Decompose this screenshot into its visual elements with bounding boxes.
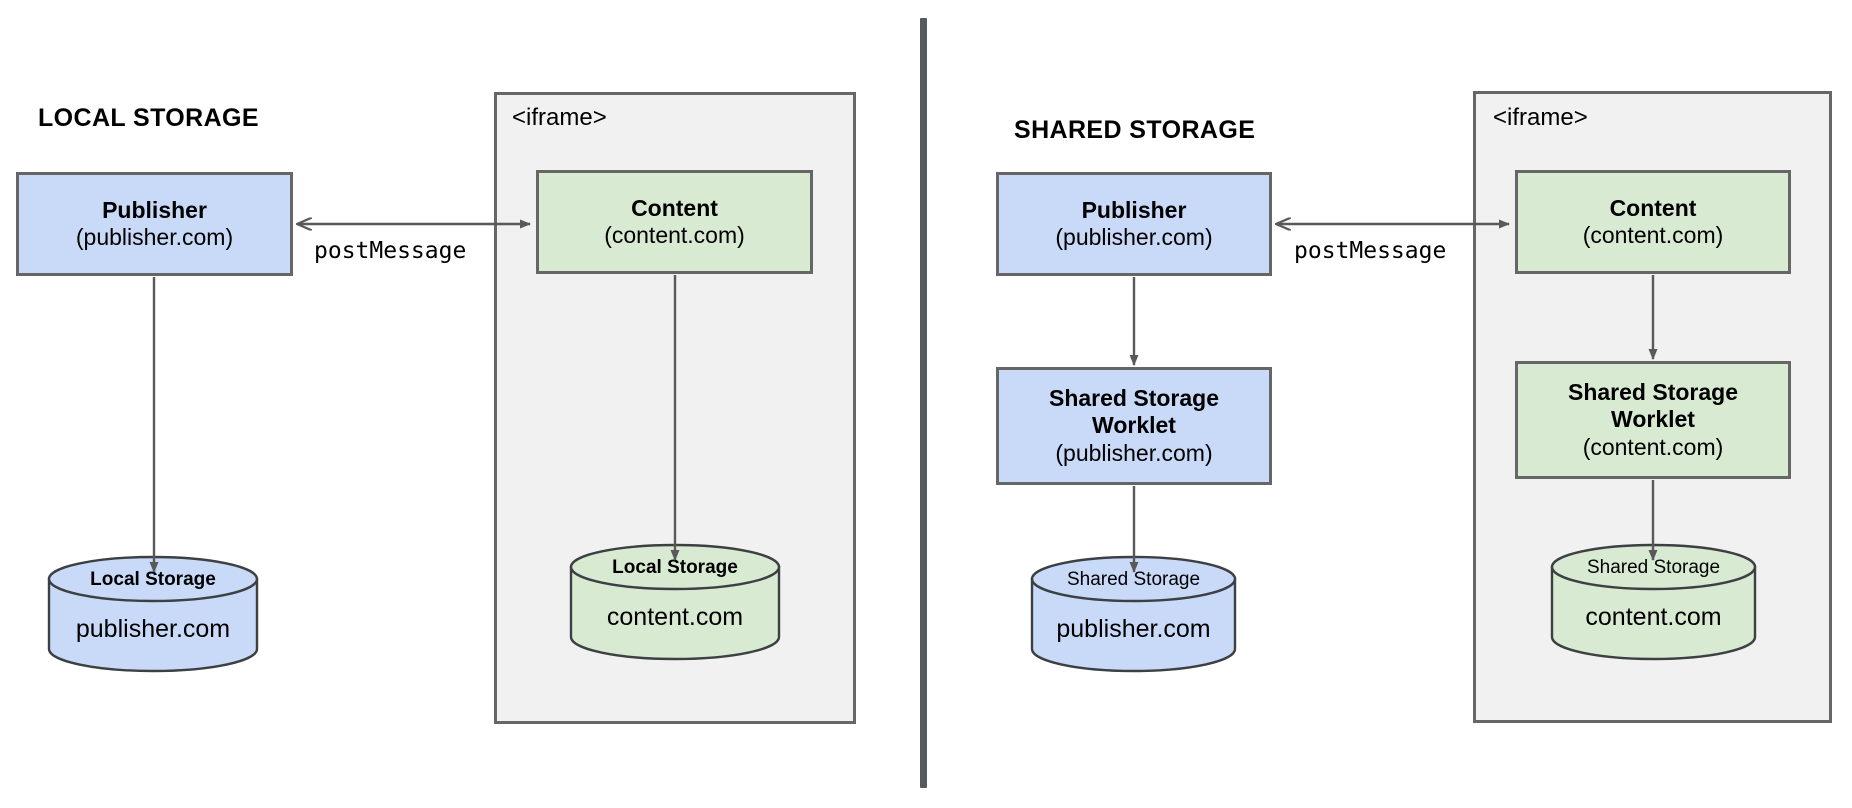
left-content-storage-label: Local Storage (612, 557, 738, 578)
left-publisher-storage-label: Local Storage (90, 569, 216, 590)
right-section-heading: SHARED STORAGE (1014, 116, 1256, 144)
left-section-heading: LOCAL STORAGE (38, 104, 259, 132)
left-publisher-storage-origin: publisher.com (75, 615, 231, 643)
right-content-worklet-title-line2: Worklet (1611, 406, 1695, 433)
left-content-origin: (content.com) (604, 222, 745, 248)
section-divider (920, 18, 927, 788)
right-publisher-node[interactable]: Publisher (publisher.com) (996, 172, 1272, 276)
cylinder-shape (47, 555, 259, 673)
right-publisher-worklet-node[interactable]: Shared Storage Worklet (publisher.com) (996, 367, 1272, 485)
right-content-title: Content (1609, 194, 1697, 221)
right-content-worklet-title-line1: Shared Storage (1568, 379, 1738, 406)
right-content-worklet-node[interactable]: Shared Storage Worklet (content.com) (1515, 361, 1791, 479)
left-content-node[interactable]: Content (content.com) (536, 170, 813, 274)
cylinder-shape (569, 543, 781, 661)
right-publisher-worklet-title-line2: Worklet (1092, 412, 1176, 439)
right-publisher-worklet-title-line1: Shared Storage (1049, 385, 1219, 412)
right-publisher-origin: (publisher.com) (1055, 224, 1213, 250)
right-publisher-title: Publisher (1081, 196, 1187, 223)
left-publisher-node[interactable]: Publisher (publisher.com) (16, 172, 293, 276)
right-iframe-label: <iframe> (1493, 104, 1588, 131)
right-content-worklet-origin: (content.com) (1582, 433, 1724, 460)
right-publisher-storage-cylinder[interactable]: Shared Storage publisher.com (1030, 555, 1237, 673)
cylinder-shape (1550, 543, 1757, 661)
right-content-storage-origin: content.com (1585, 603, 1722, 631)
right-publisher-storage-origin: publisher.com (1056, 615, 1211, 643)
cylinder-shape (1030, 555, 1237, 673)
left-publisher-origin: (publisher.com) (75, 224, 234, 250)
right-postmessage-label: postMessage (1294, 238, 1447, 264)
left-publisher-storage-cylinder[interactable]: Local Storage publisher.com (47, 555, 259, 673)
right-publisher-worklet-origin: (publisher.com) (1055, 439, 1213, 466)
left-content-storage-origin: content.com (606, 603, 744, 631)
right-publisher-storage-label: Shared Storage (1066, 569, 1201, 590)
right-content-node[interactable]: Content (content.com) (1515, 170, 1791, 274)
left-content-title: Content (631, 194, 718, 221)
left-publisher-title: Publisher (102, 196, 207, 223)
right-content-storage-label: Shared Storage (1586, 557, 1721, 578)
left-content-storage-cylinder[interactable]: Local Storage content.com (569, 543, 781, 661)
right-content-origin: (content.com) (1582, 222, 1724, 248)
right-content-storage-cylinder[interactable]: Shared Storage content.com (1550, 543, 1757, 661)
left-iframe-label: <iframe> (512, 104, 607, 131)
left-postmessage-label: postMessage (314, 238, 467, 264)
